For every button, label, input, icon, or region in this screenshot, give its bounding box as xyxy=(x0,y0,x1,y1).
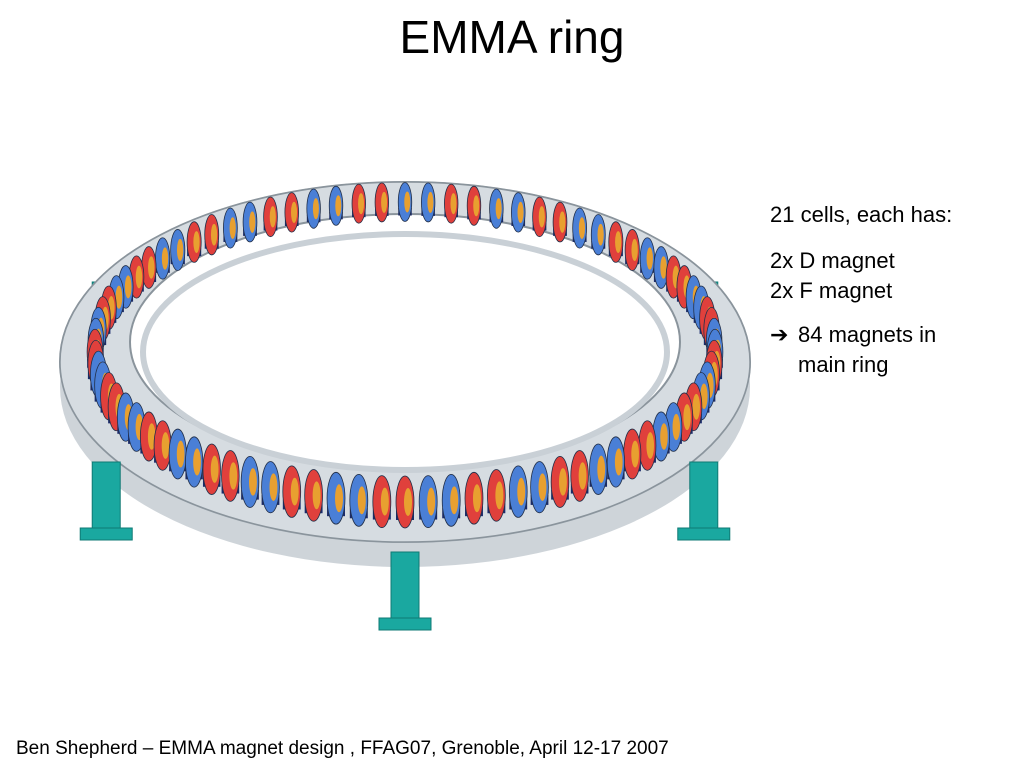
f-magnet xyxy=(351,183,366,224)
f-magnet xyxy=(284,192,299,233)
slide-footer: Ben Shepherd – EMMA magnet design , FFAG… xyxy=(16,738,669,759)
d-magnet xyxy=(572,207,587,249)
d-magnet xyxy=(117,265,134,309)
f-magnet xyxy=(139,411,158,462)
support-leg xyxy=(79,461,133,541)
f-magnet xyxy=(374,182,389,223)
d-magnet xyxy=(306,188,321,229)
support-legs-front xyxy=(79,461,731,631)
d-magnet xyxy=(421,182,436,223)
f-magnet xyxy=(466,185,482,226)
result-row: ➔ 84 magnets in main ring xyxy=(770,320,1010,380)
f-magnet xyxy=(552,201,568,243)
result-line-2: main ring xyxy=(798,352,889,377)
d-magnet xyxy=(349,473,369,527)
result-line-1: 84 magnets in xyxy=(798,322,937,347)
f-magnet xyxy=(608,221,624,263)
d-magnet xyxy=(606,436,625,488)
d-magnet xyxy=(489,188,504,229)
f-magnet xyxy=(444,183,459,224)
f-magnet xyxy=(141,246,157,289)
f-magnet xyxy=(550,455,570,508)
f-magnet xyxy=(202,443,221,495)
emma-ring-render xyxy=(40,112,770,632)
f-magnet xyxy=(372,475,392,528)
d-magnet xyxy=(328,185,344,226)
f-magnet xyxy=(623,428,642,480)
d-magnet xyxy=(508,465,528,518)
magnet-cells xyxy=(86,182,724,529)
f-magnet xyxy=(570,450,589,502)
d-magnet xyxy=(223,207,238,249)
f-magnet xyxy=(186,221,202,263)
d-magnet xyxy=(261,461,280,514)
f-magnet xyxy=(624,229,640,271)
d-magnet xyxy=(155,237,171,280)
slide-title: EMMA ring xyxy=(399,11,625,63)
f-magnet xyxy=(204,214,220,256)
d-magnet xyxy=(418,475,438,528)
f-magnet xyxy=(304,469,323,522)
d-magnet xyxy=(589,443,608,495)
bullet-list: 21 cells, each has: 2x D magnet 2x F mag… xyxy=(770,200,1010,380)
d-magnet xyxy=(530,461,549,514)
f-magnet xyxy=(638,420,657,471)
cells-heading: 21 cells, each has: xyxy=(770,202,953,227)
support-leg xyxy=(378,551,432,631)
d-magnet xyxy=(170,229,186,271)
f-magnet xyxy=(464,471,484,525)
d-magnet xyxy=(441,473,461,527)
f-magnet xyxy=(221,450,240,502)
d-magnet xyxy=(240,455,260,508)
result-text: 84 magnets in main ring xyxy=(798,320,936,380)
f-magnet xyxy=(532,196,547,238)
d-magnet xyxy=(242,201,258,243)
d-magnet xyxy=(511,192,526,233)
f-magnet xyxy=(153,420,172,471)
f-magnet-line: 2x F magnet xyxy=(770,278,893,303)
f-magnet xyxy=(263,196,278,238)
d-magnet xyxy=(168,428,187,480)
f-magnet xyxy=(395,475,415,529)
d-magnet xyxy=(326,471,346,525)
d-magnet xyxy=(185,436,204,488)
f-magnet xyxy=(487,469,506,522)
d-magnet xyxy=(397,182,413,222)
support-leg xyxy=(677,461,731,541)
f-magnet xyxy=(675,392,694,442)
d-magnet-line: 2x D magnet xyxy=(770,248,895,273)
d-magnet xyxy=(590,214,606,256)
arrow-right-icon: ➔ xyxy=(770,322,789,347)
d-magnet xyxy=(639,237,655,280)
f-magnet xyxy=(282,465,302,518)
